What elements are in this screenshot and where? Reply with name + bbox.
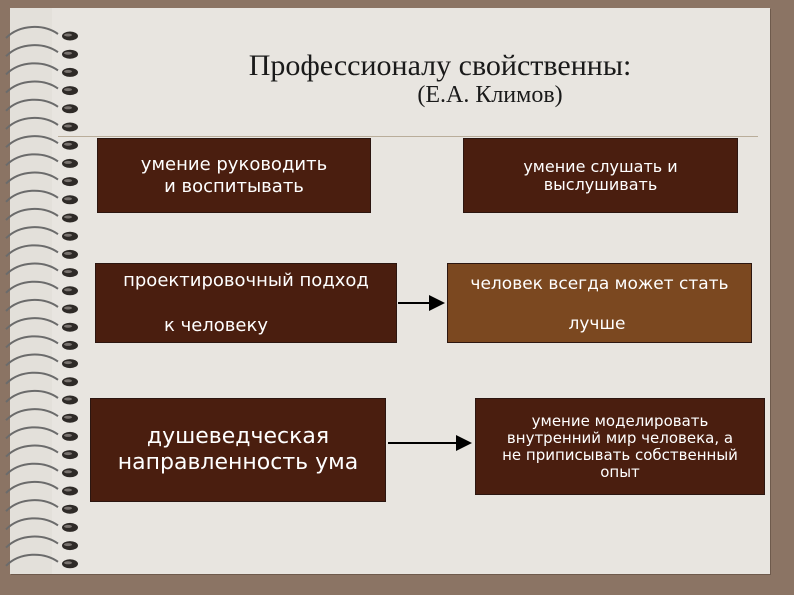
- box-modeling-line3: не приписывать собственный: [502, 445, 738, 464]
- spiral-ring: [5, 535, 78, 551]
- box-leadership-line2: и воспитывать: [164, 175, 304, 197]
- spiral-ring: [5, 335, 78, 350]
- box-listening-line1: умение слушать и: [523, 156, 678, 176]
- spiral-ring: [5, 26, 78, 41]
- spiral-ring: [5, 553, 78, 569]
- spiral-ring: [5, 189, 78, 205]
- spiral-ring: [5, 62, 78, 77]
- spiral-binding: [5, 26, 78, 569]
- spiral-ring: [5, 299, 78, 314]
- box-person-better-line1: человек всегда может стать: [470, 274, 729, 294]
- spiral-ring: [5, 517, 78, 532]
- spiral-ring: [5, 244, 78, 259]
- box-soul-orientation: душеведческая направленность ума: [90, 398, 386, 502]
- box-listening-line2: выслушивать: [543, 174, 658, 194]
- slide-title: Профессионалу свойственны:: [248, 49, 632, 82]
- spiral-ring: [5, 226, 78, 241]
- spiral-ring: [5, 262, 78, 278]
- box-soul-orientation-line1: душеведческая: [146, 424, 330, 449]
- spiral-ring: [5, 98, 78, 114]
- spiral-ring: [5, 80, 78, 96]
- spiral-ring: [5, 426, 78, 441]
- box-design-approach-line1: проектировочный подход: [123, 270, 369, 291]
- spiral-ring: [5, 408, 78, 423]
- spiral-ring: [5, 171, 78, 187]
- box-modeling-line4: опыт: [600, 462, 640, 481]
- spiral-ring: [5, 462, 78, 478]
- box-leadership: умение руководить и воспитывать: [97, 138, 371, 213]
- spiral-ring: [5, 317, 78, 332]
- box-leadership-line1: умение руководить: [140, 153, 328, 175]
- box-modeling-line2: внутренний мир человека, а: [506, 428, 734, 447]
- spiral-ring: [5, 371, 78, 387]
- divider-line: [58, 136, 758, 137]
- box-listening: умение слушать и выслушивать: [463, 138, 738, 213]
- box-design-approach: проектировочный подход к человеку: [95, 263, 397, 343]
- spiral-ring: [5, 353, 78, 369]
- box-person-better: человек всегда может стать лучше: [447, 263, 752, 343]
- spiral-ring: [5, 481, 78, 496]
- slide-subtitle: (Е.А. Климов): [417, 82, 563, 108]
- box-modeling: умение моделировать внутренний мир челов…: [475, 398, 765, 495]
- spiral-ring: [5, 280, 78, 296]
- spiral-ring: [5, 117, 78, 132]
- spiral-ring: [5, 153, 78, 168]
- spiral-ring: [5, 444, 78, 460]
- box-soul-orientation-line2: направленность ума: [117, 450, 359, 475]
- spiral-ring: [5, 499, 78, 514]
- spiral-ring: [5, 44, 78, 59]
- box-modeling-line1: умение моделировать: [531, 411, 709, 430]
- spiral-ring: [5, 135, 78, 150]
- box-person-better-line2: лучше: [568, 314, 626, 334]
- box-design-approach-line2: к человеку: [163, 315, 269, 336]
- spiral-ring: [5, 390, 78, 405]
- spiral-ring: [5, 208, 78, 223]
